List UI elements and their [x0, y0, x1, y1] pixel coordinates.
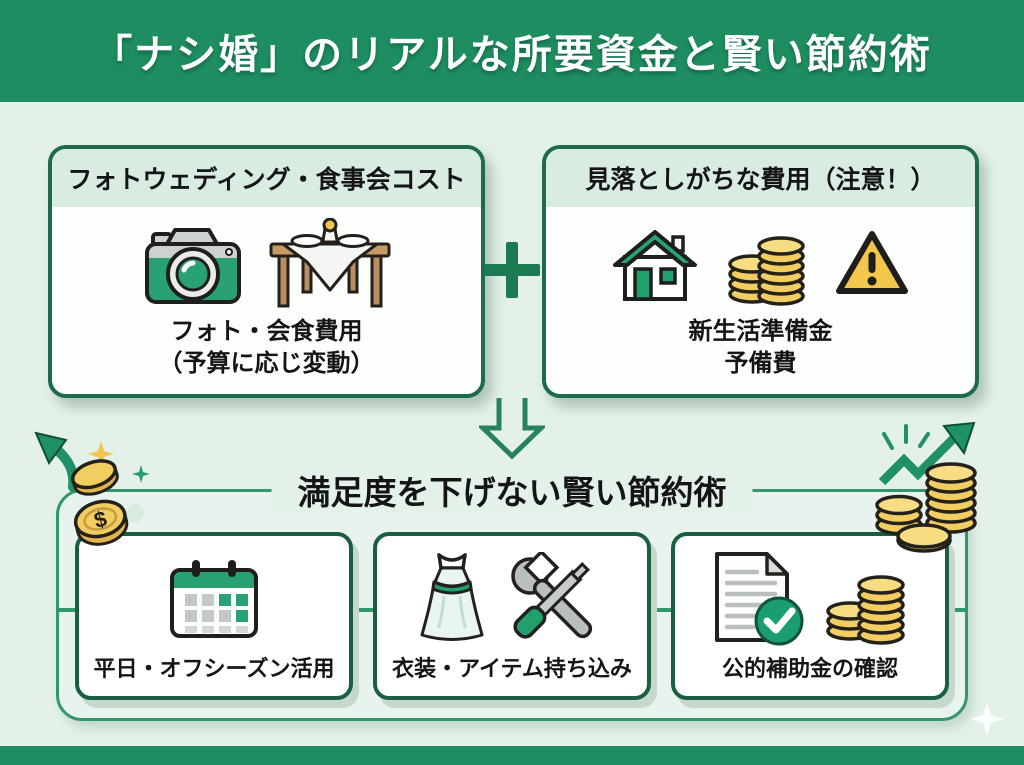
coin-stack-icon: [826, 574, 905, 645]
house-icon: [612, 229, 697, 301]
rising-coin-arrow-icon: [875, 421, 977, 553]
dinner-table-icon: [269, 217, 390, 307]
coin-icon: [70, 459, 119, 496]
savings-title: 満足度を下げない賢い節約術: [271, 466, 753, 514]
coin-stack-icon: [875, 462, 977, 553]
coin-stack-icon: [727, 235, 805, 306]
hidden-box-icons: [546, 207, 975, 316]
photo-wedding-cost-box: フォトウェディング・食事会コスト: [48, 145, 485, 398]
dollar-coin-icon: $: [73, 499, 129, 546]
footer-bar: [0, 746, 1024, 765]
growth-arrow-icon: [878, 434, 958, 486]
coin-dollar-symbol: $: [91, 506, 109, 533]
document-check-icon: [715, 551, 804, 645]
wrench-screwdriver-icon: [511, 551, 593, 639]
hidden-cost-box: 見落としがちな費用（注意！）: [542, 145, 979, 398]
savings-item-label: 平日・オフシーズン活用: [93, 656, 335, 681]
hidden-box-caption-line1: 新生活準備金: [688, 318, 833, 345]
hidden-box-caption-line2: 予備費: [724, 350, 797, 377]
sparkle-icon: [88, 441, 114, 467]
sparkle-icon: [970, 702, 1004, 736]
connector-line: [649, 608, 671, 612]
savings-item-public-subsidy: 公的補助金の確認: [671, 532, 949, 700]
down-arrow-icon: [479, 398, 545, 460]
savings-item-bring-own-items: 衣装・アイテム持ち込み: [373, 532, 651, 700]
dress-icon: [420, 552, 484, 641]
photo-box-icons: [52, 207, 481, 316]
page-title: 「ナシ婚」のリアルな所要資金と賢い節約術: [92, 33, 932, 77]
sparkle-icon: [132, 465, 150, 483]
hidden-cost-title: 見落としがちな費用（注意！）: [546, 149, 975, 207]
connector-line: [947, 608, 965, 612]
connector-line: [58, 608, 75, 612]
rising-coin-arrow-icon: $: [34, 431, 150, 546]
savings-item-label: 公的補助金の確認: [721, 656, 898, 681]
calendar-icon: [170, 559, 258, 638]
warning-triangle-icon: [835, 230, 908, 294]
hidden-box-caption: 新生活準備金 予備費: [546, 316, 975, 394]
camera-icon: [144, 227, 241, 304]
photo-box-caption-line1: フォト・会食費用: [170, 318, 363, 345]
header-bar: 「ナシ婚」のリアルな所要資金と賢い節約術: [0, 0, 1024, 102]
savings-item-label: 衣装・アイテム持ち込み: [392, 656, 632, 681]
savings-item-weekday-offseason: 平日・オフシーズン活用: [75, 532, 353, 700]
photo-box-caption-line2: （予算に応じ変動）: [158, 350, 375, 377]
photo-wedding-cost-title: フォトウェディング・食事会コスト: [52, 149, 481, 207]
growth-arrow-icon: [34, 431, 68, 465]
photo-box-caption: フォト・会食費用 （予算に応じ変動）: [52, 316, 481, 394]
connector-line: [351, 608, 373, 612]
plus-icon: [484, 242, 540, 298]
